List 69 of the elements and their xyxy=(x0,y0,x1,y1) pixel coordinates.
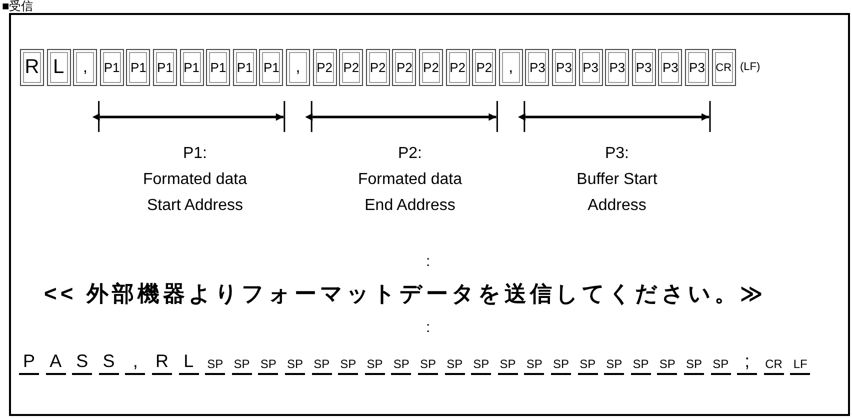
underlined-character: SP xyxy=(524,358,544,375)
underlined-character: L xyxy=(178,352,199,375)
underlined-character: SP xyxy=(232,358,252,375)
underlined-character: SP xyxy=(285,358,305,375)
underlined-character: SP xyxy=(338,358,358,375)
character-cell: P1 xyxy=(232,49,257,86)
frame xyxy=(9,13,850,416)
parameter-description: Formated data End Address xyxy=(356,170,464,216)
character-cell: P3 xyxy=(552,49,576,86)
character-cell: R xyxy=(20,49,44,86)
character-cell: P3 xyxy=(685,49,709,86)
character-cell: P1 xyxy=(153,49,177,86)
underlined-character: SP xyxy=(604,358,624,375)
underlined-character: SP xyxy=(710,358,731,375)
underlined-character: CR xyxy=(764,358,784,375)
section-title: ■受信 xyxy=(2,0,34,12)
character-cell: P1 xyxy=(126,49,150,86)
underlined-character: SP xyxy=(364,358,385,375)
character-cell: CR xyxy=(712,49,736,86)
character-cell: P3 xyxy=(632,49,656,86)
underlined-character: SP xyxy=(258,358,278,375)
underlined-character: S xyxy=(72,352,92,375)
character-cell: P2 xyxy=(419,49,443,86)
parameter-name: P2: xyxy=(396,144,423,164)
underlined-character: A xyxy=(46,352,66,375)
character-cell: P2 xyxy=(472,49,496,86)
underlined-character: SP xyxy=(418,358,438,375)
character-cell: P3 xyxy=(658,49,682,86)
character-cell: P2 xyxy=(446,49,470,86)
character-cell: P2 xyxy=(392,49,416,86)
underlined-character: SP xyxy=(551,358,571,375)
underlined-character: SP xyxy=(444,358,465,375)
underlined-character: SP xyxy=(498,358,518,375)
parameter-name: P1: xyxy=(182,144,208,164)
character-cell: P1 xyxy=(259,49,284,86)
underlined-character: LF xyxy=(790,358,810,375)
underlined-character: SP xyxy=(205,358,226,375)
character-cell: , xyxy=(498,49,523,86)
character-cell: P1 xyxy=(180,49,204,86)
character-cell: P2 xyxy=(366,49,390,86)
parameter-name: P3: xyxy=(604,144,630,164)
ellipsis-mark: : xyxy=(426,320,430,335)
character-cell: P3 xyxy=(525,49,550,86)
character-cell: P3 xyxy=(578,49,603,86)
underlined-character: SP xyxy=(630,358,651,375)
parameter-description: Formated data Start Address xyxy=(142,170,248,216)
underlined-character: SP xyxy=(657,358,678,375)
character-cell: P3 xyxy=(605,49,630,86)
underlined-character: SP xyxy=(578,358,598,375)
character-cell: P2 xyxy=(312,49,337,86)
character-cell: P1 xyxy=(100,49,124,86)
character-cell: P1 xyxy=(206,49,230,86)
line-feed-note: (LF) xyxy=(740,62,760,73)
character-cell: , xyxy=(73,49,98,86)
parameter-description: Buffer Start Address xyxy=(576,170,658,216)
underlined-character: SP xyxy=(312,358,332,375)
instruction-message: << 外部機器よりフォーマットデータを送信してください。≫ xyxy=(44,283,766,305)
underlined-character: ; xyxy=(737,352,758,375)
character-cell: , xyxy=(286,49,310,86)
underlined-character: S xyxy=(98,352,119,375)
underlined-character: , xyxy=(125,352,146,375)
underlined-character: SP xyxy=(684,358,704,375)
character-cell: L xyxy=(46,49,71,86)
underlined-character: SP xyxy=(391,358,412,375)
ellipsis-mark: : xyxy=(426,254,430,269)
character-cell: P2 xyxy=(339,49,364,86)
underlined-character: SP xyxy=(471,358,492,375)
underlined-character: P xyxy=(19,352,39,375)
underlined-character: R xyxy=(152,352,172,375)
